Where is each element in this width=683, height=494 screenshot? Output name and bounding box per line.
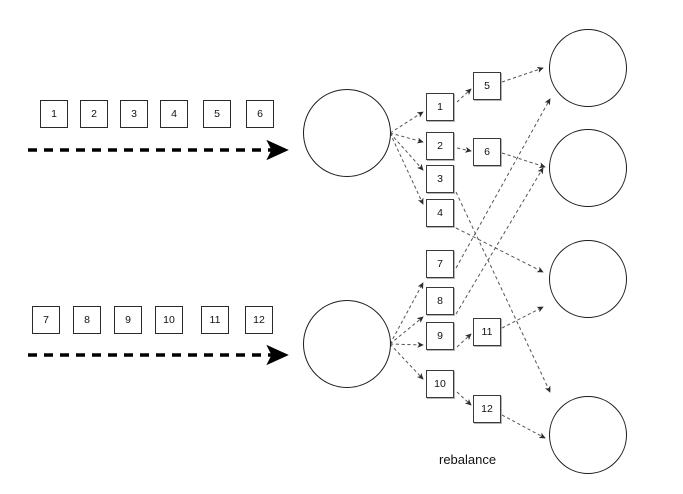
edge-sourcetop-4: [389, 132, 424, 205]
input-box-top-5[interactable]: 5: [203, 100, 231, 128]
mid-box-label: 11: [481, 325, 493, 338]
input-box-bottom-7[interactable]: 7: [32, 306, 60, 334]
input-box-top-3[interactable]: 3: [120, 100, 148, 128]
input-box-bottom-10[interactable]: 10: [155, 306, 183, 334]
input-box-label: 10: [163, 313, 175, 326]
input-box-label: 11: [209, 313, 221, 326]
mid-box-10[interactable]: 10: [426, 370, 454, 398]
target-circle-2[interactable]: [549, 129, 627, 207]
mid-box-label: 1: [437, 100, 443, 113]
input-box-label: 1: [51, 107, 57, 120]
input-box-label: 12: [253, 313, 265, 326]
edge-9-11: [456, 333, 472, 348]
input-box-bottom-8[interactable]: 8: [73, 306, 101, 334]
edge-2-6: [456, 146, 472, 153]
mid-box-8[interactable]: 8: [426, 287, 454, 315]
mid-box-6[interactable]: 6: [473, 138, 501, 166]
mid-box-2[interactable]: 2: [426, 132, 454, 160]
mid-box-label: 6: [484, 145, 490, 158]
mid-box-label: 3: [437, 172, 443, 185]
source-circle-bottom[interactable]: [303, 300, 391, 388]
edge-sourcetop-2: [389, 132, 424, 144]
mid-box-label: 5: [484, 79, 490, 92]
input-box-label: 9: [125, 313, 131, 326]
mid-box-3[interactable]: 3: [426, 165, 454, 193]
edge-sourcebottom-7: [389, 282, 424, 345]
edge-sourcetop-3: [389, 132, 424, 171]
input-box-label: 2: [91, 107, 97, 120]
source-circle-top[interactable]: [303, 89, 391, 177]
mid-box-4[interactable]: 4: [426, 199, 454, 227]
edge-sourcebottom-10: [389, 343, 424, 380]
edge-11-target3: [501, 306, 544, 329]
input-box-label: 7: [43, 313, 49, 326]
edge-sourcebottom-9: [389, 341, 424, 348]
edge-6-target2: [501, 152, 546, 169]
mid-box-label: 12: [481, 402, 493, 415]
target-circle-4[interactable]: [549, 396, 627, 474]
input-box-label: 8: [84, 313, 90, 326]
mid-box-7[interactable]: 7: [426, 250, 454, 278]
mid-box-1[interactable]: 1: [426, 93, 454, 121]
edge-1-5: [456, 88, 472, 103]
input-box-top-6[interactable]: 6: [246, 100, 274, 128]
edge-4-target3: [455, 227, 544, 273]
input-box-label: 3: [131, 107, 137, 120]
input-box-label: 4: [171, 107, 177, 120]
mid-box-9[interactable]: 9: [426, 322, 454, 350]
rebalance-caption: rebalance: [439, 452, 497, 467]
input-box-label: 5: [214, 107, 220, 120]
edge-12-target4: [501, 414, 546, 439]
input-box-bottom-12[interactable]: 12: [245, 306, 273, 334]
mid-box-label: 10: [434, 377, 446, 390]
edge-sourcetop-1: [389, 111, 424, 134]
target-circle-1[interactable]: [549, 29, 627, 107]
mid-box-12[interactable]: 12: [473, 395, 501, 423]
input-box-top-1[interactable]: 1: [40, 100, 68, 128]
edge-5-target1: [501, 66, 544, 83]
input-box-top-4[interactable]: 4: [160, 100, 188, 128]
edge-sourcebottom-8: [389, 316, 424, 345]
input-box-bottom-11[interactable]: 11: [201, 306, 229, 334]
mid-box-label: 2: [437, 139, 443, 152]
mid-box-label: 4: [437, 206, 443, 219]
edge-10-12: [456, 391, 472, 406]
input-box-bottom-9[interactable]: 9: [114, 306, 142, 334]
mid-box-label: 8: [437, 294, 443, 307]
mid-box-label: 9: [437, 329, 443, 342]
mid-box-11[interactable]: 11: [473, 318, 501, 346]
target-circle-3[interactable]: [549, 240, 627, 318]
mid-box-5[interactable]: 5: [473, 72, 501, 100]
mid-box-label: 7: [437, 257, 443, 270]
edge-3-target4: [455, 191, 551, 393]
input-box-label: 6: [257, 107, 263, 120]
input-box-top-2[interactable]: 2: [80, 100, 108, 128]
edge-7-target1: [455, 98, 551, 269]
